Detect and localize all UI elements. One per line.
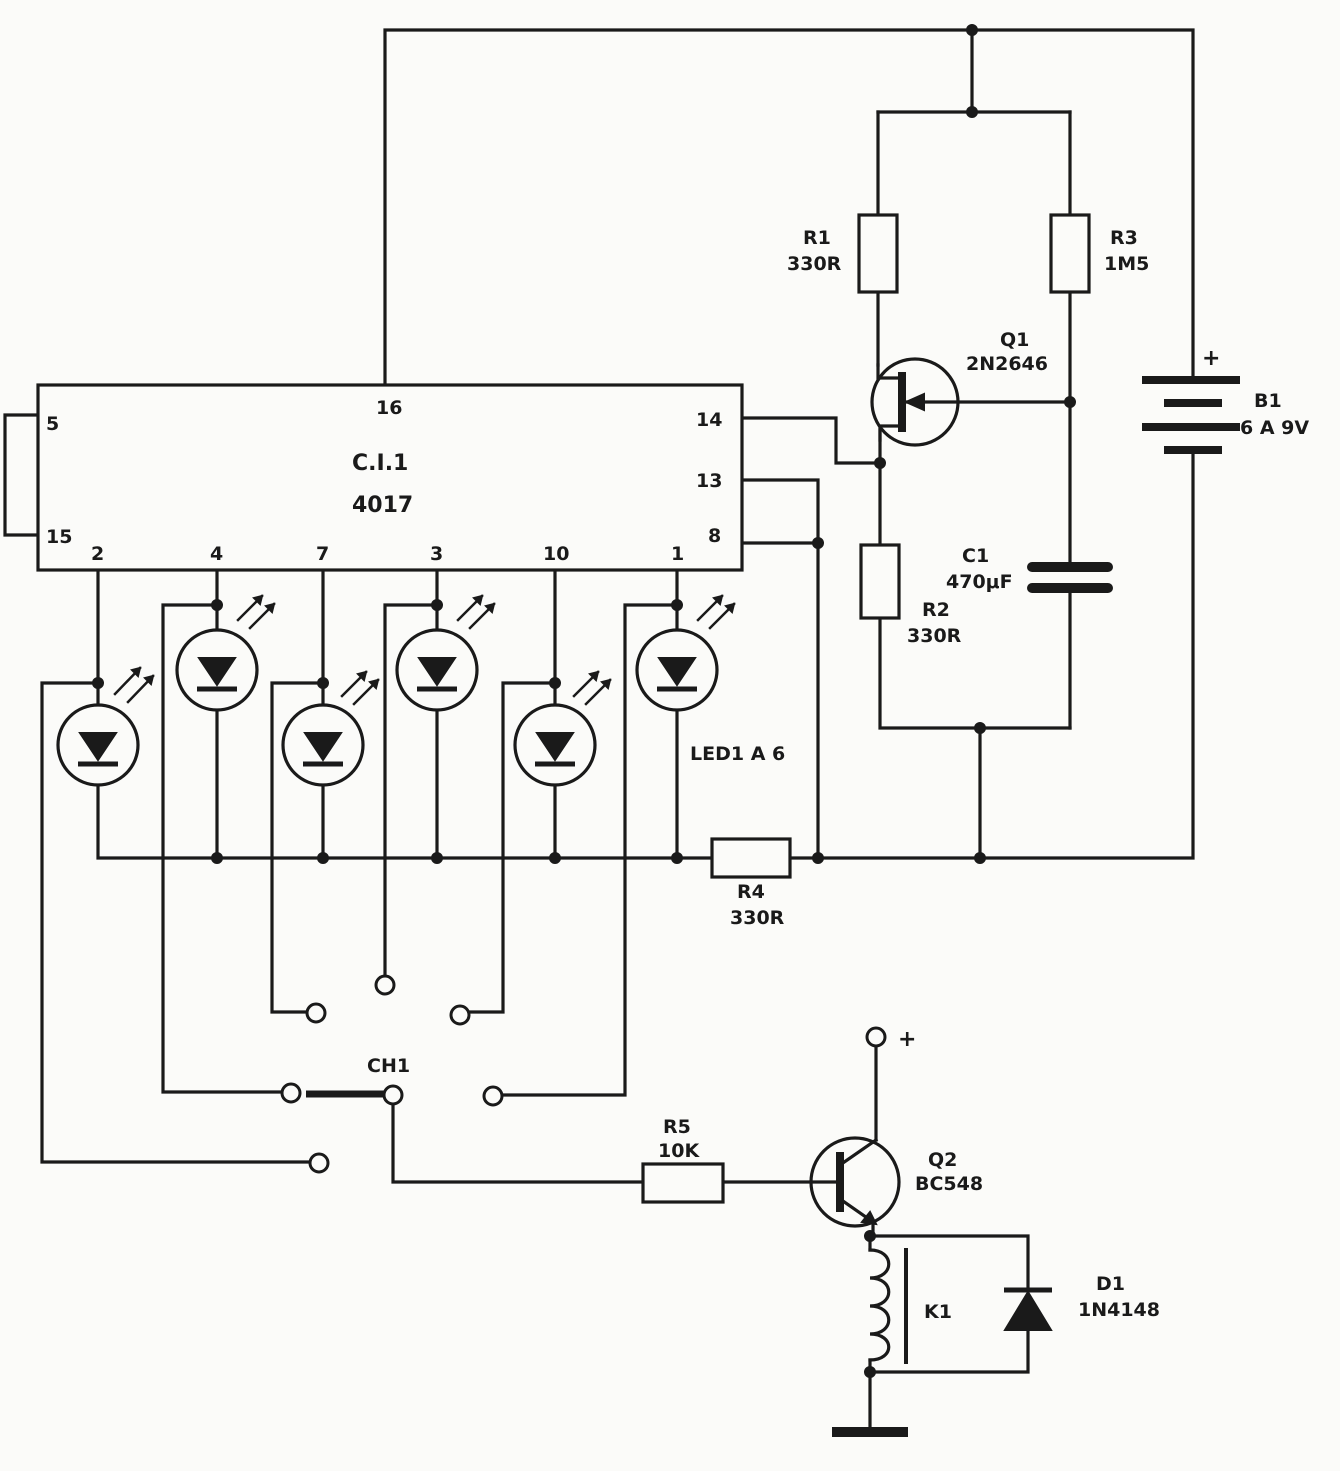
pin-3-label: 3 — [430, 543, 443, 565]
d1-value: 1N4148 — [1078, 1299, 1160, 1321]
ic-part: 4017 — [352, 493, 413, 518]
pin-13-label: 13 — [696, 470, 722, 492]
q2-value: BC548 — [915, 1173, 983, 1195]
pin-15-label: 15 — [46, 526, 72, 548]
r1-value: 330R — [787, 253, 842, 275]
q2-ref: Q2 — [928, 1149, 957, 1171]
r3-value: 1M5 — [1104, 253, 1149, 275]
q1-value: 2N2646 — [966, 353, 1048, 375]
pin-10-label: 10 — [543, 543, 569, 565]
b1-ref: B1 — [1254, 390, 1282, 412]
k1-ref: K1 — [924, 1301, 952, 1323]
r4-value: 330R — [730, 907, 785, 929]
pin-8-label: 8 — [708, 525, 721, 547]
transistor-q2-npn: + Q2 BC548 — [809, 1026, 983, 1228]
junction-dots — [92, 24, 1076, 1378]
wires — [3, 28, 1195, 1432]
resistor-r3: R3 1M5 — [1049, 213, 1149, 294]
led-6 — [635, 594, 736, 712]
b1-plus: + — [1202, 346, 1220, 371]
d1-ref: D1 — [1096, 1273, 1125, 1295]
led-2 — [175, 594, 276, 712]
pin-14-label: 14 — [696, 409, 722, 431]
led-5 — [513, 670, 612, 787]
resistor-r5: R5 10K — [641, 1116, 725, 1204]
q1-ref: Q1 — [1000, 329, 1029, 351]
pin-1-label: 1 — [671, 543, 684, 565]
r2-value: 330R — [907, 625, 962, 647]
ic-ref: C.I.1 — [352, 451, 408, 476]
b1-value: 6 A 9V — [1240, 417, 1309, 439]
pin-7-label: 7 — [316, 543, 329, 565]
led-4 — [395, 594, 496, 712]
led-1 — [56, 666, 155, 787]
r1-ref: R1 — [803, 227, 831, 249]
pin-2-label: 2 — [91, 543, 104, 565]
led-3 — [281, 670, 380, 787]
r5-value: 10K — [658, 1140, 700, 1162]
diode-d1: D1 1N4148 — [1003, 1273, 1160, 1331]
transistor-q1-ujt: Q1 2N2646 — [870, 329, 1048, 447]
r3-ref: R3 — [1110, 227, 1138, 249]
resistor-r4: R4 330R — [710, 837, 792, 929]
c1-value: 470μF — [946, 571, 1013, 593]
supply-plus: + — [898, 1027, 916, 1052]
pin-4-label: 4 — [210, 543, 223, 565]
leds-label: LED1 A 6 — [690, 743, 785, 765]
r2-ref: R2 — [922, 599, 950, 621]
r4-ref: R4 — [737, 881, 765, 903]
rotary-switch-ch1: CH1 — [280, 974, 504, 1174]
resistor-r2: R2 330R — [859, 543, 962, 647]
resistor-r1: R1 330R — [787, 213, 899, 294]
relay-k1: K1 — [868, 1248, 952, 1364]
r5-ref: R5 — [663, 1116, 691, 1138]
pin-5-label: 5 — [46, 413, 59, 435]
capacitor-c1: C1 470μF — [946, 545, 1113, 593]
pin-16-label: 16 — [376, 397, 402, 419]
ic-4017: C.I.1 4017 16 5 15 14 13 8 2 4 7 3 10 1 — [36, 383, 744, 572]
battery-b1: + B1 6 A 9V — [1142, 346, 1309, 454]
ch1-ref: CH1 — [367, 1055, 410, 1077]
c1-ref: C1 — [962, 545, 989, 567]
